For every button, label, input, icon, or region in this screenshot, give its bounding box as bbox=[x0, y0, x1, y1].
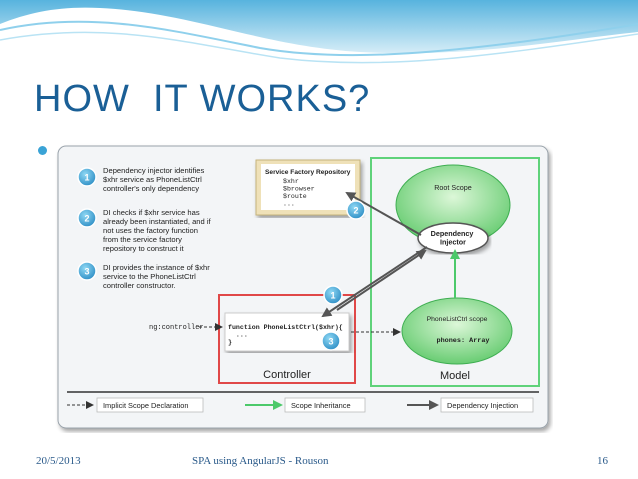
repository-item: ... bbox=[283, 201, 295, 208]
dependency-injector-label: Dependency Injector bbox=[431, 229, 476, 247]
slide-title: HOW IT WORKS? bbox=[34, 78, 371, 120]
legend-scope-inheritance: Scope Inheritance bbox=[291, 401, 351, 410]
controller-label: Controller bbox=[263, 369, 311, 381]
step-2-number: 2 bbox=[84, 214, 89, 224]
legend: Implicit Scope Declaration Scope Inherit… bbox=[67, 397, 534, 413]
step-3-text: DI provides the instance of $xhr service… bbox=[103, 263, 212, 290]
repository-inner bbox=[261, 164, 355, 210]
step-3: 3 DI provides the instance of $xhr servi… bbox=[77, 261, 212, 290]
callout-1-badge bbox=[323, 285, 343, 305]
step-1-line: $xhr service as PhoneListCtrl bbox=[103, 175, 202, 184]
step-3-number: 3 bbox=[84, 267, 89, 277]
step-2-line: DI checks if $xhr service has bbox=[103, 208, 200, 217]
step-1-line: Dependency injector identifies bbox=[103, 166, 205, 175]
controller-to-injector-arrow bbox=[336, 249, 427, 311]
legend-implicit-scope: Implicit Scope Declaration bbox=[103, 401, 188, 410]
step-1-line: controller's only dependency bbox=[103, 184, 199, 193]
root-scope-label: Root Scope bbox=[434, 183, 472, 192]
phone-list-scope-title: PhoneListCtrl scope bbox=[427, 316, 488, 323]
repository-title: Service Factory Repository bbox=[265, 169, 351, 176]
step-1: 1 Dependency injector identifies $xhr se… bbox=[77, 166, 206, 193]
footer-date: 20/5/2013 bbox=[36, 455, 81, 467]
step-1-text: Dependency injector identifies $xhr serv… bbox=[103, 166, 206, 193]
callout-2-number: 2 bbox=[353, 206, 358, 216]
step-3-badge bbox=[77, 261, 97, 281]
controller-box bbox=[218, 294, 356, 384]
injector-to-repository-arrow bbox=[345, 192, 422, 236]
phone-list-scope-node bbox=[401, 297, 513, 365]
legend-box-3 bbox=[440, 397, 534, 413]
legend-box-2 bbox=[284, 397, 366, 413]
ng-controller-label: ng:controller bbox=[149, 324, 204, 332]
model-box bbox=[370, 157, 540, 387]
repository-item: $route bbox=[283, 193, 307, 200]
legend-box-1 bbox=[96, 397, 204, 413]
step-2-line: from the service factory bbox=[103, 235, 182, 244]
repository-items: $xhr $browser $route ... bbox=[283, 178, 319, 208]
step-1-badge bbox=[77, 167, 97, 187]
step-1-number: 1 bbox=[84, 173, 89, 183]
callout-3-number: 3 bbox=[328, 337, 333, 347]
callout-2-badge bbox=[346, 200, 366, 220]
code-line: } bbox=[228, 339, 232, 346]
footer-title: SPA using AngularJS - Rouson bbox=[192, 455, 329, 467]
dependency-injection-diagram: 1 Dependency injector identifies $xhr se… bbox=[57, 145, 549, 429]
step-2-text: DI checks if $xhr service has already be… bbox=[103, 208, 213, 253]
injector-to-controller-arrow bbox=[321, 246, 428, 318]
step-3-line: service to the PhoneListCtrl bbox=[103, 272, 196, 281]
injector-line: Dependency bbox=[431, 229, 474, 238]
callout-1-number: 1 bbox=[330, 291, 335, 301]
repository-item: $xhr bbox=[283, 178, 299, 185]
callout-3-badge bbox=[321, 331, 341, 351]
code-line: ... bbox=[228, 332, 248, 339]
step-3-line: DI provides the instance of $xhr bbox=[103, 263, 210, 272]
step-2-line: not uses the factory function bbox=[103, 226, 198, 235]
controller-code: function PhoneListCtrl($xhr){ ... } bbox=[228, 324, 347, 346]
step-2-line: already been instantiated, and if bbox=[103, 217, 212, 226]
header-wave-decoration bbox=[0, 0, 638, 64]
step-2-line: repository to construct it bbox=[103, 244, 184, 253]
code-line: function PhoneListCtrl($xhr){ bbox=[228, 324, 343, 331]
step-2-badge bbox=[77, 208, 97, 228]
injector-line: Injector bbox=[440, 238, 466, 247]
bullet-point bbox=[38, 146, 47, 155]
legend-dependency-injection: Dependency Injection bbox=[447, 401, 518, 410]
step-2: 2 DI checks if $xhr service has already … bbox=[77, 208, 213, 253]
step-3-line: controller constructor. bbox=[103, 281, 176, 290]
footer-page-number: 16 bbox=[597, 455, 608, 467]
model-label: Model bbox=[440, 370, 470, 382]
repository-item: $browser bbox=[283, 186, 315, 193]
phone-list-scope-prop: phones: Array bbox=[436, 337, 489, 345]
